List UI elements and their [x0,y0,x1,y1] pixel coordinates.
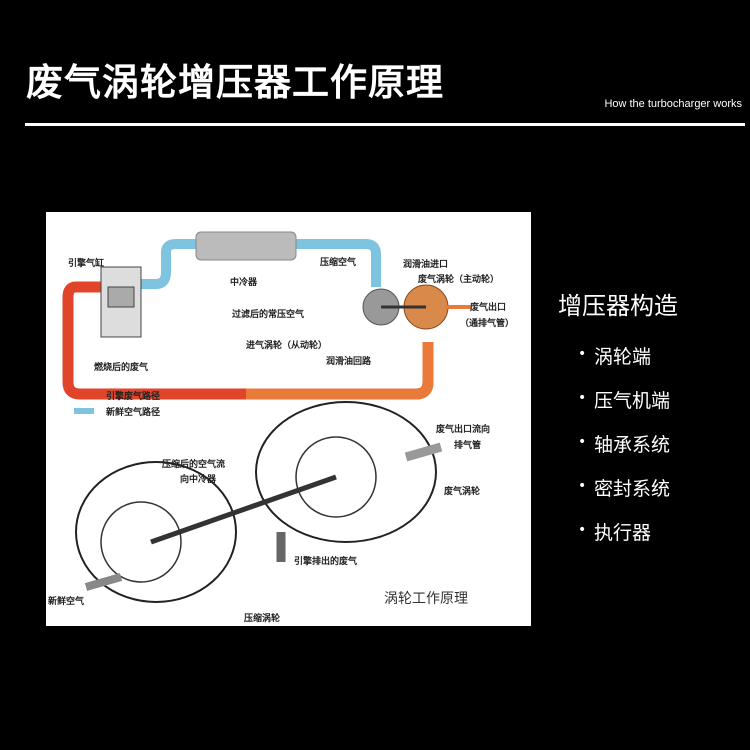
structure-list: • 涡轮端 • 压气机端 • 轴承系统 • 密封系统 • 执行器 [578,342,670,562]
list-item-label: 轴承系统 [594,434,671,456]
label-engine-cylinder: 引擎气缸 [68,259,105,269]
label-exhaust-outlet: 废气出口 [470,303,507,313]
legend-exhaust: 引擎废气路径 [106,392,161,402]
list-item: • 密封系统 [578,474,670,518]
bullet-icon: • [578,390,587,406]
list-item: • 执行器 [578,518,670,562]
label-exhaust-turbine: 废气涡轮（主动轮） [418,275,500,285]
label-filtered-air: 过滤后的常压空气 [232,310,305,320]
label-oil-inlet: 润滑油进口 [403,260,449,270]
intercooler [195,231,297,261]
air-path [131,239,381,289]
list-item: • 压气机端 [578,386,670,430]
turbine-wheel [295,436,377,518]
bullet-icon: • [578,346,587,362]
bullet-icon: • [578,522,587,538]
label-intake-turbine: 进气涡轮（从动轮） [246,341,328,351]
label-compressed-air: 压缩空气 [320,258,357,268]
label-exhaust-flow: 废气出口流向 [436,425,491,435]
structure-title: 增压器构造 [558,292,678,320]
exhaust-out-arrow [404,442,443,462]
label-intercooler: 中冷器 [230,278,258,288]
piston [107,286,135,308]
compressor-wheel [100,501,182,583]
label-fresh-air: 新鲜空气 [48,597,85,607]
bullet-icon: • [578,434,587,450]
turbine-wheel-housing [255,401,437,543]
legend-fresh-air: 新鲜空气路径 [106,408,161,418]
diagram-caption: 涡轮工作原理 [384,591,468,607]
list-item-label: 压气机端 [594,390,671,412]
label-oil-return: 润滑油回路 [326,357,372,367]
divider [25,123,745,126]
list-item: • 轴承系统 [578,430,670,474]
label-exhaust-manifold: 排气管 [454,441,482,451]
fresh-air-arrow [84,573,123,591]
exhaust-path-warm [246,342,434,400]
bullet-icon: • [578,478,587,494]
list-item-label: 密封系统 [594,478,671,500]
page-subtitle: How the turbocharger works [604,98,742,110]
page-title: 废气涡轮增压器工作原理 [26,61,444,104]
list-item-label: 执行器 [594,522,652,544]
list-item-label: 涡轮端 [594,346,652,368]
label-compressed-air-flow: 压缩后的空气流 [162,460,226,470]
label-exhaust-pipe: （通排气管） [460,319,515,329]
turbocharger-diagram: 引擎气缸 中冷器 压缩空气 润滑油进口 废气涡轮（主动轮） 过滤后的常压空气 废… [46,212,531,626]
label-to-intercooler: 向中冷器 [180,475,217,485]
shaft [150,474,337,545]
label-engine-exhaust: 引擎排出的废气 [294,557,358,567]
label-exhaust-wheel: 废气涡轮 [444,487,481,497]
list-item: • 涡轮端 [578,342,670,386]
compressor-wheel-housing [75,461,237,603]
diagram-graphics [62,231,471,603]
label-burned-exhaust: 燃烧后的废气 [94,363,149,373]
label-compressor-wheel: 压缩涡轮 [244,614,281,624]
